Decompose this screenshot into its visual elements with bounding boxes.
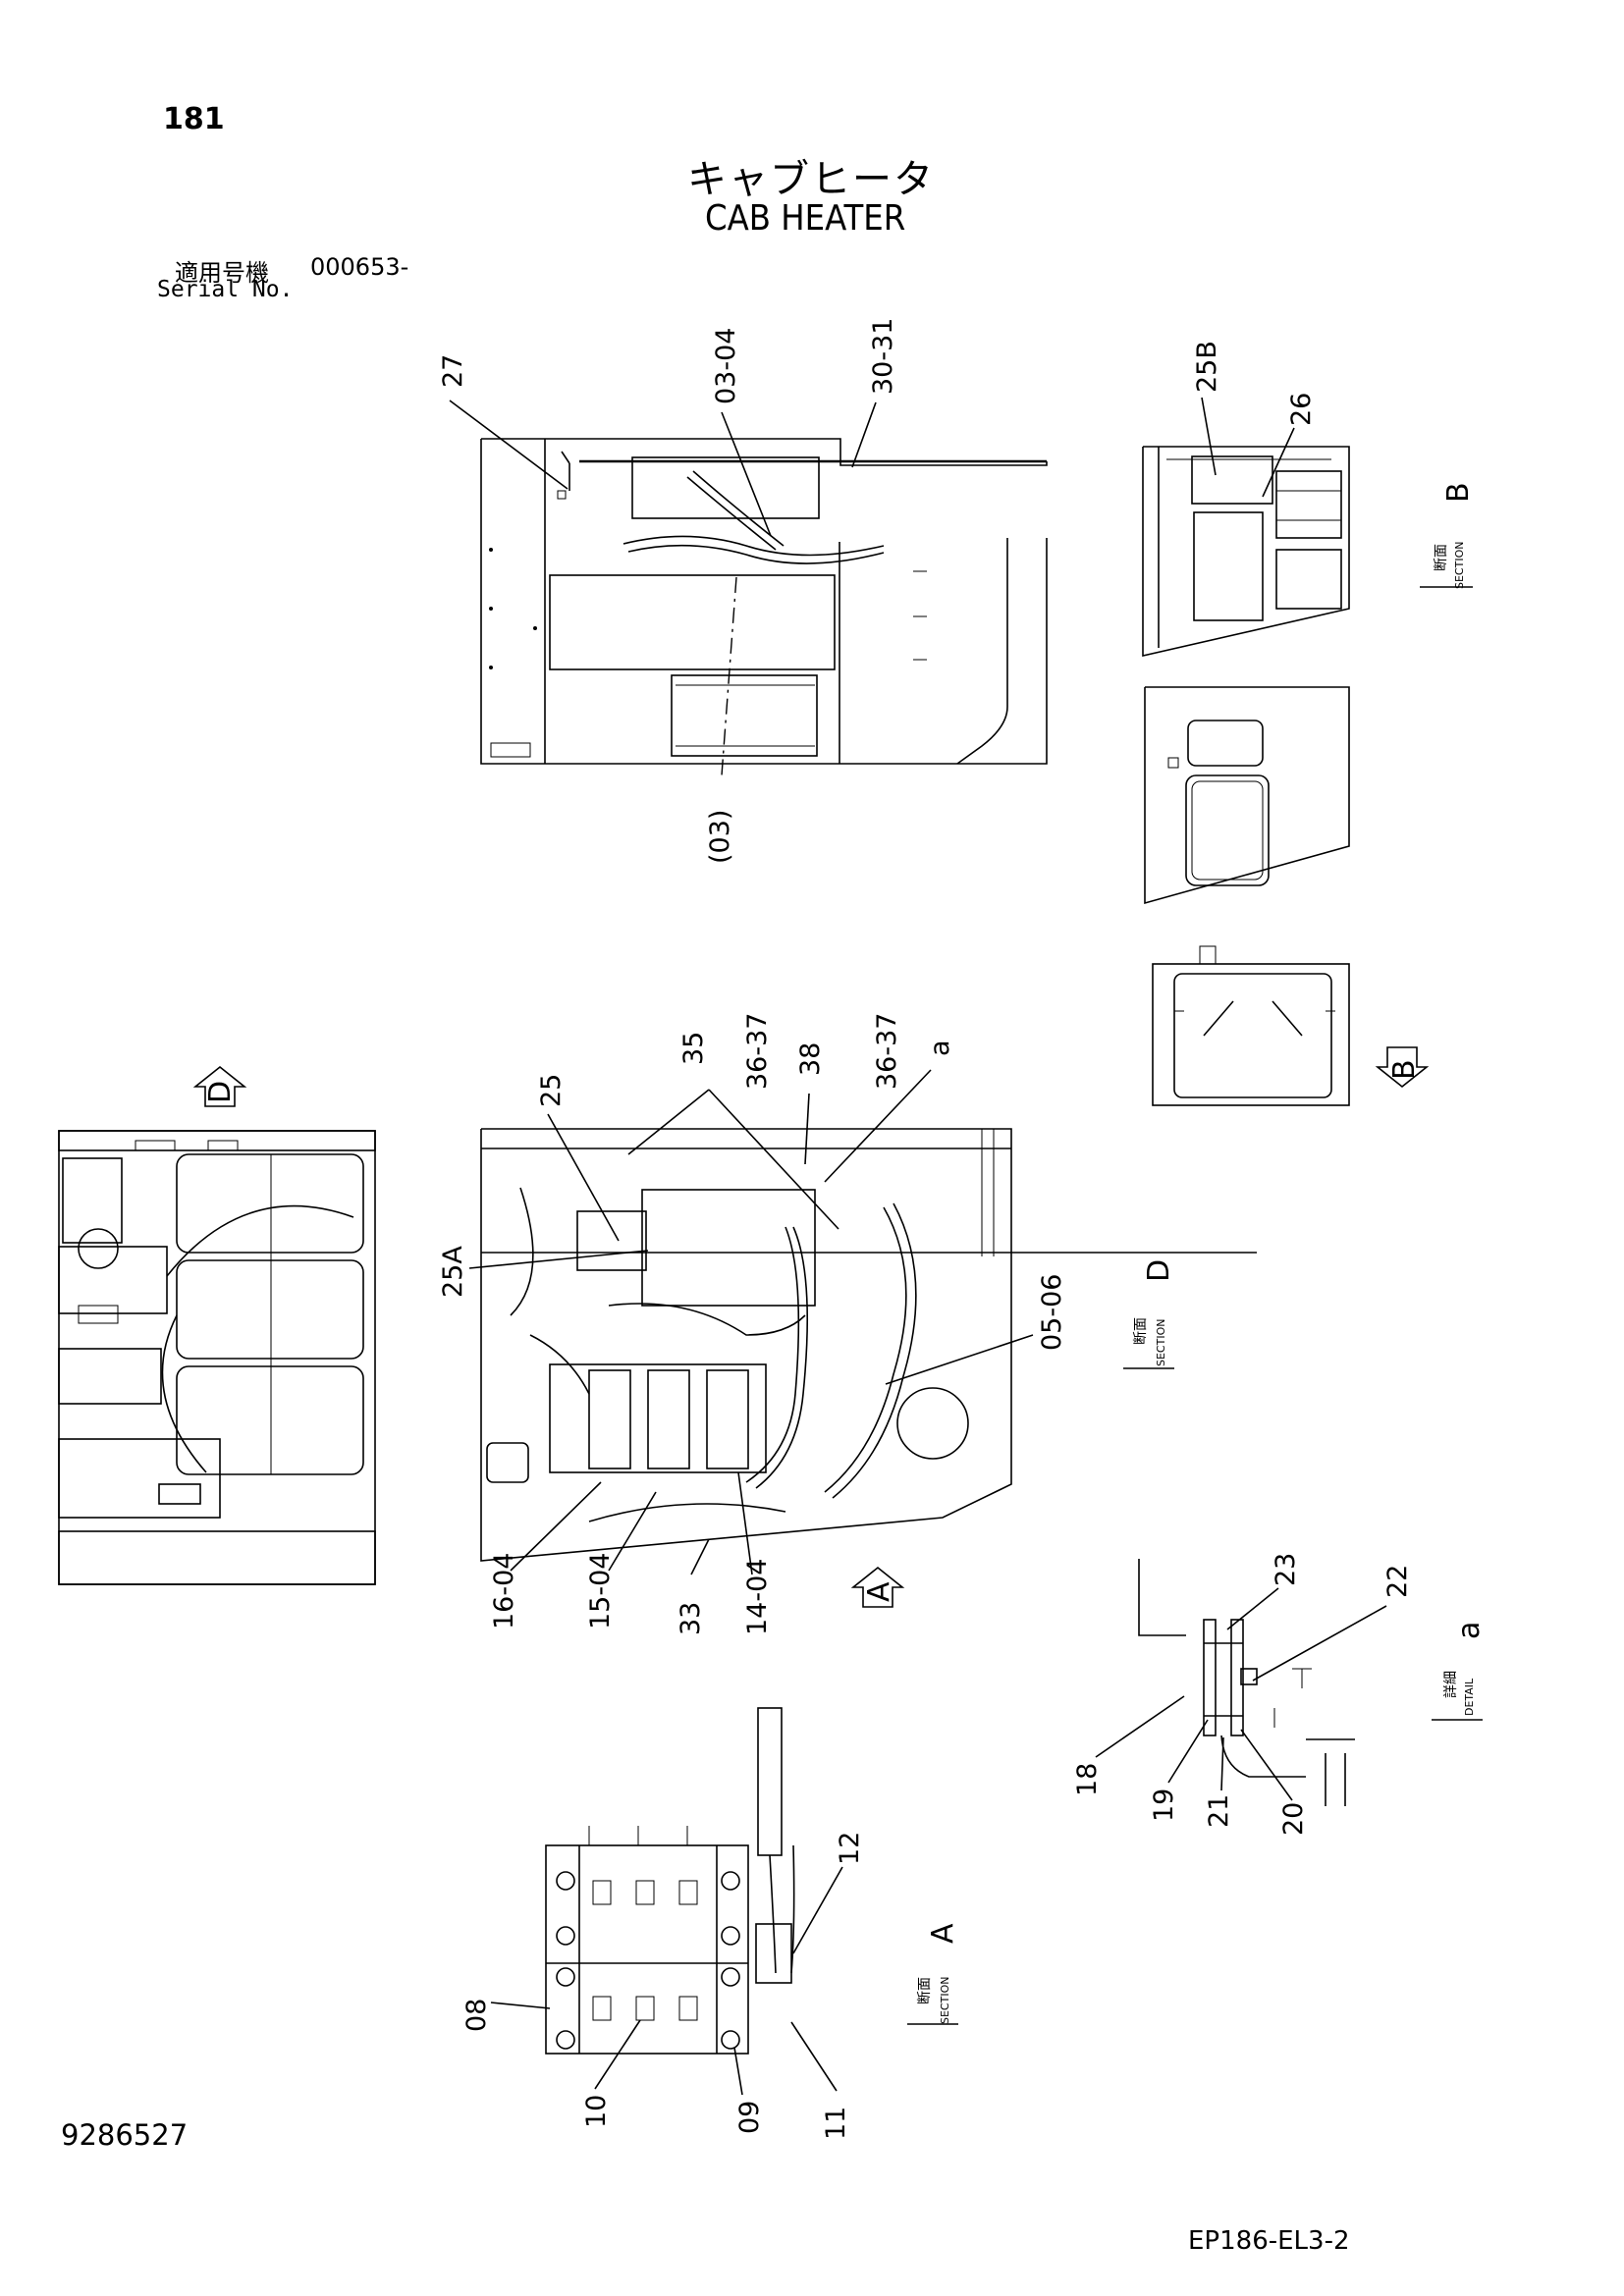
callout-35-36-37: 36-37 [742,1013,773,1090]
callout-03-paren: (03) [705,810,735,864]
view-arrow-a: A [850,1566,905,1608]
view-arrow-b: B [1375,1046,1430,1089]
callout-08: 08 [461,1999,492,2032]
page-number: 181 [163,102,225,136]
section-b-view [1142,446,1350,658]
callout-25: 25 [536,1074,567,1107]
svg-text:A: A [926,1923,960,1944]
callout-27: 27 [438,354,468,388]
serial-label-japanese: 適用号機 [175,259,269,287]
title-english: CAB HEATER [705,198,906,239]
callout-18: 18 [1072,1763,1103,1796]
detail-a-view [1138,1559,1355,1806]
callout-21: 21 [1204,1794,1234,1828]
callout-09: 09 [734,2101,765,2134]
callout-03-04: 03-04 [711,328,741,404]
serial-label-english: Serial No. [157,277,294,302]
svg-text:B: B [1387,1059,1422,1080]
view-arrow-d: D [192,1065,247,1107]
svg-text:a: a [1452,1622,1487,1639]
callout-38-36-37: 36-37 [872,1013,902,1090]
detail-a-label: a DETAIL 詳細 [1432,1622,1487,1721]
callout-05-06: 05-06 [1037,1274,1067,1351]
svg-text:断面: 断面 [917,1977,933,2004]
svg-text:DETAIL: DETAIL [1463,1678,1476,1716]
callout-26: 26 [1286,393,1317,426]
section-b-label: B SECTION 断面 [1420,482,1476,589]
center-plan-view [480,1128,1257,1562]
reference-code: EP186-EL3-2 [1188,2226,1350,2256]
svg-text:詳細: 詳細 [1443,1671,1459,1698]
callout-38: 38 [795,1042,826,1076]
svg-text:断面: 断面 [1434,544,1449,571]
callout-16-04: 16-04 [489,1553,519,1629]
title-japanese: キャブヒータ [687,157,935,202]
drawing-number: 9286527 [61,2118,189,2152]
callout-25B: 25B [1192,341,1222,393]
callout-14-04: 14-04 [742,1559,773,1635]
callout-23: 23 [1271,1553,1301,1586]
svg-text:D: D [1142,1259,1176,1282]
serial-number-value: 000653- [310,253,409,281]
callout-10: 10 [581,2095,612,2128]
callout-19: 19 [1149,1789,1179,1822]
svg-text:SECTION: SECTION [939,1977,951,2024]
section-d-label: D SECTION 断面 [1123,1259,1176,1369]
callout-30-31: 30-31 [868,318,898,395]
svg-text:A: A [862,1581,896,1602]
svg-text:断面: 断面 [1133,1317,1149,1345]
left-plan-view [58,1130,376,1585]
svg-text:SECTION: SECTION [1453,542,1466,589]
callout-a: a [925,1040,955,1056]
section-a-label: A SECTION 断面 [907,1923,960,2025]
callout-35: 35 [678,1032,709,1065]
callout-25A: 25A [438,1246,468,1298]
callout-12: 12 [835,1832,865,1865]
callout-20: 20 [1278,1802,1309,1836]
section-a-view [545,1707,795,2055]
callout-22: 22 [1382,1565,1413,1598]
svg-text:B: B [1441,482,1476,503]
callout-33: 33 [676,1602,706,1635]
svg-text:SECTION: SECTION [1155,1319,1167,1366]
top-view-cab-rear [480,438,1048,776]
cab-side-view [1144,686,1350,905]
svg-text:D: D [203,1081,238,1103]
callout-11: 11 [821,2107,851,2140]
cab-floor-view [1152,945,1350,1106]
callout-15-04: 15-04 [585,1553,616,1629]
